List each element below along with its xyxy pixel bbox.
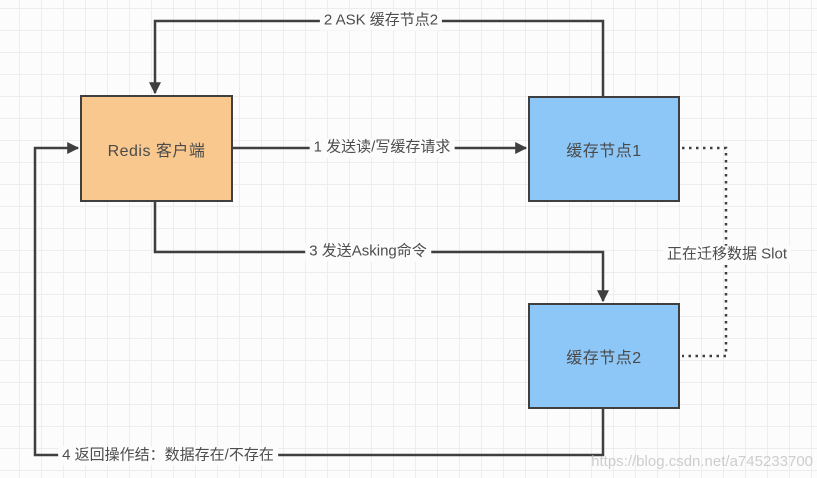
edge-step1-label: 1 发送读/写缓存请求 [309,138,455,158]
edge-migration-label: 正在迁移数据 Slot [662,245,792,265]
node-redis-client: Redis 客户端 [80,95,233,202]
node-cache-node-1-label: 缓存节点1 [566,143,642,160]
edge-step4-label: 4 返回操作结：数据存在/不存在 [58,446,278,466]
node-cache-node-1: 缓存节点1 [528,96,680,202]
edge-step3-label: 3 发送Asking命令 [305,242,431,262]
node-cache-node-2-label: 缓存节点2 [566,350,642,367]
node-cache-node-2: 缓存节点2 [528,303,680,409]
edge-step2-label: 2 ASK 缓存节点2 [319,11,443,31]
edge-step4-line [33,142,605,457]
edge-step2-line [149,19,605,96]
node-redis-client-label: Redis 客户端 [107,142,206,160]
